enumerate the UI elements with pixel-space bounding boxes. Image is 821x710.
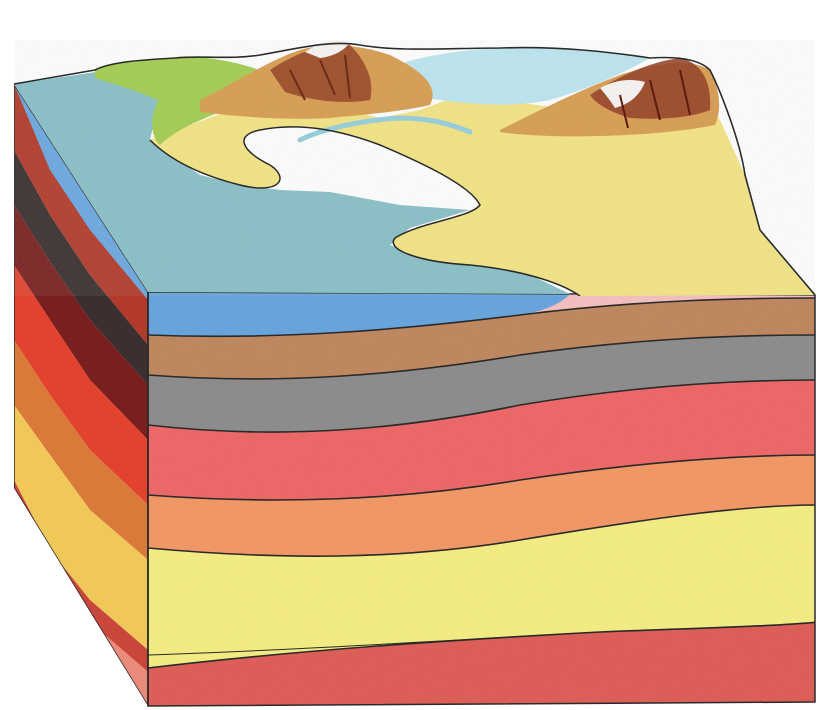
top-surface [14,40,815,296]
front-face [148,292,818,710]
